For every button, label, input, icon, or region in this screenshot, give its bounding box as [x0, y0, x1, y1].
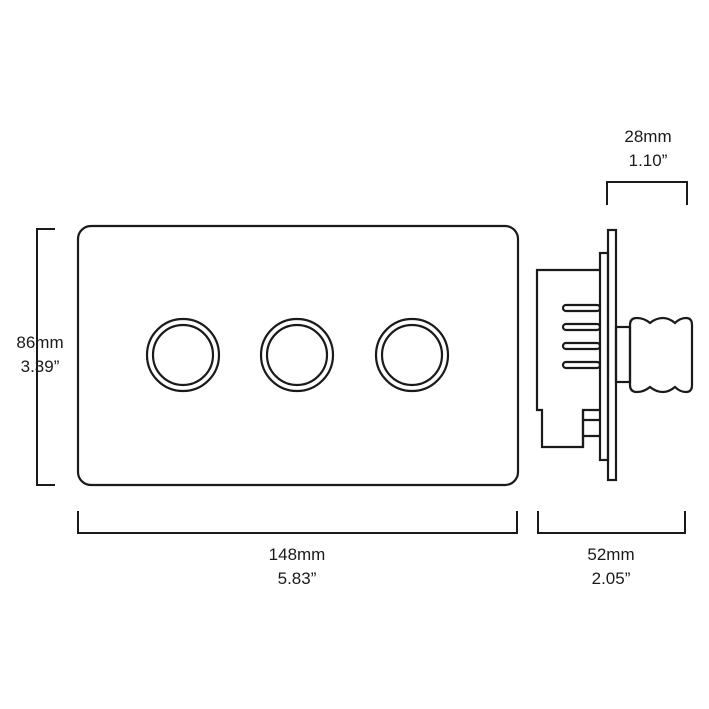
depth-metric: 52mm — [587, 545, 635, 564]
terminal-block — [581, 410, 600, 447]
fins — [561, 303, 602, 370]
front-view — [76, 224, 520, 487]
side-plate — [606, 228, 618, 482]
dimension-lines — [36, 181, 688, 534]
dimmer-knob-1 — [145, 317, 221, 393]
face-plate — [76, 224, 520, 487]
mounting-frame — [598, 251, 610, 462]
knob-depth-metric: 28mm — [624, 127, 672, 146]
height-dimension-line — [36, 228, 55, 486]
side-view — [535, 228, 694, 482]
height-label: 86mm 3.39” — [0, 331, 85, 379]
knob-depth-dimension-line — [606, 181, 688, 205]
height-metric: 86mm — [16, 333, 64, 352]
side-knob — [628, 316, 694, 394]
height-imperial: 3.39” — [20, 357, 60, 376]
dimmer-knob-2 — [259, 317, 335, 393]
width-label: 148mm 5.83” — [252, 543, 342, 591]
depth-imperial: 2.05” — [591, 569, 631, 588]
depth-dimension-line — [537, 511, 686, 534]
width-metric: 148mm — [268, 545, 326, 564]
dimmer-knob-3 — [374, 317, 450, 393]
width-dimension-line — [77, 511, 518, 534]
knob-depth-label: 28mm 1.10” — [603, 125, 693, 173]
depth-label: 52mm 2.05” — [566, 543, 656, 591]
knob-depth-imperial: 1.10” — [628, 151, 668, 170]
width-imperial: 5.83” — [277, 569, 317, 588]
knob-shaft — [614, 325, 632, 384]
